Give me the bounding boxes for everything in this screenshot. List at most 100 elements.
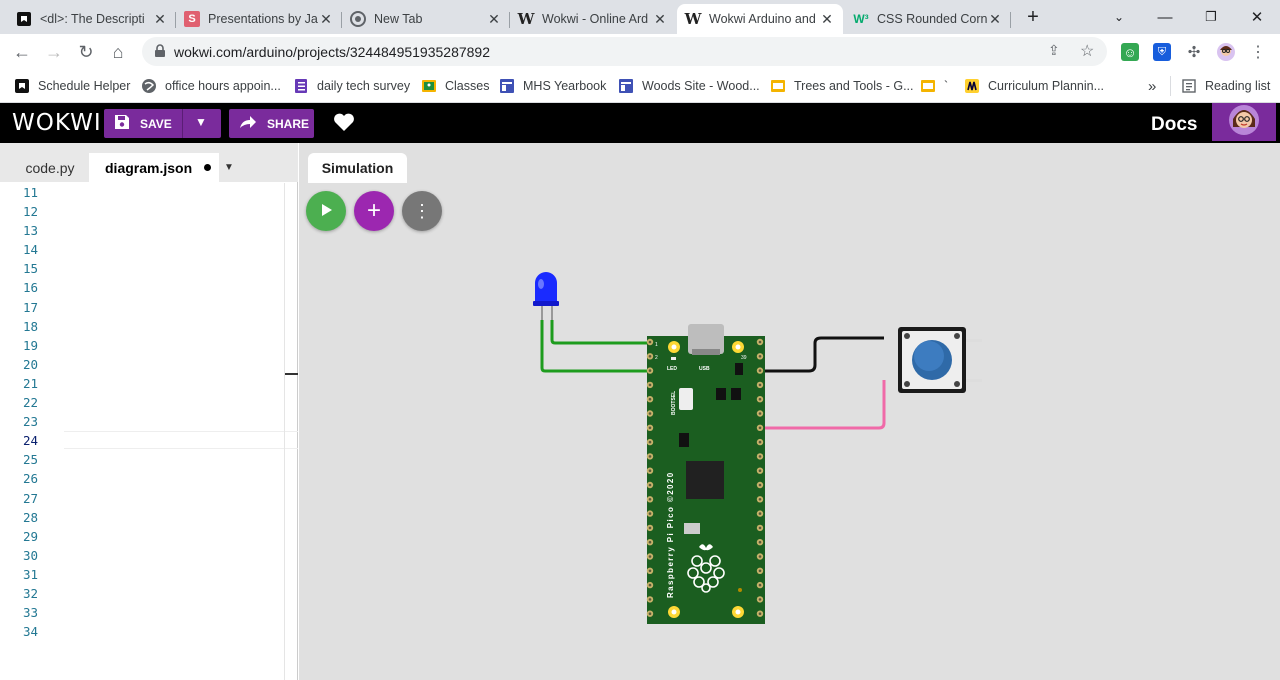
back-button[interactable]: ← <box>13 41 31 62</box>
line-number: 11 <box>22 185 38 200</box>
pico-pin-hole <box>648 426 652 430</box>
tab-code-py[interactable]: code.py <box>25 159 75 176</box>
bookmark-woods-site[interactable]: Woods Site - Wood... <box>618 76 760 96</box>
bookmark-trees-and-tools[interactable]: Trees and Tools - G... <box>770 76 914 96</box>
start-simulation-button[interactable] <box>306 191 346 231</box>
bookmark-schedule-helper[interactable]: Schedule Helper <box>14 76 130 96</box>
save-button[interactable]: SAVE ▼ <box>104 109 221 138</box>
restore-button[interactable]: ❐ <box>1205 9 1217 24</box>
share-button[interactable]: SHARE <box>229 109 314 138</box>
bootsel-button[interactable] <box>679 388 693 410</box>
add-part-button[interactable]: + <box>354 191 394 231</box>
close-tab-icon[interactable]: ✕ <box>654 10 666 27</box>
tab-simulation[interactable]: Simulation <box>308 153 407 183</box>
more-bookmarks-button[interactable]: » <box>1148 77 1157 95</box>
more-options-button[interactable]: ⋮ <box>402 191 442 231</box>
circuit-canvas[interactable]: 1 2 39 LED USB BOOTSEL Raspberry Pi Pico… <box>299 143 1280 680</box>
close-window-button[interactable]: ✕ <box>1250 9 1264 26</box>
browser-tab-5-active[interactable]: W Wokwi Arduino and ✕ <box>677 4 843 34</box>
bookmark-office-hours[interactable]: office hours appoin... <box>141 76 281 96</box>
wire-green-led-cathode[interactable] <box>540 320 649 373</box>
new-tab-button[interactable]: + <box>1027 5 1039 28</box>
classroom-icon <box>421 78 437 94</box>
wire-pink-button[interactable] <box>765 380 886 430</box>
bookmark-curriculum-planning[interactable]: Curriculum Plannin... <box>964 76 1104 96</box>
forms-icon <box>293 78 309 94</box>
kebab-menu-icon: ⋮ <box>413 200 431 221</box>
browser-tab-4[interactable]: W Wokwi - Online Ard ✕ <box>510 4 676 34</box>
plus-icon: + <box>366 197 381 224</box>
line-number: 27 <box>22 490 38 506</box>
browser-tab-3[interactable]: New Tab ✕ <box>342 4 510 34</box>
svg-text:1: 1 <box>655 342 658 348</box>
url-text: wokwi.com/arduino/projects/3244849519352… <box>174 44 490 60</box>
bookmark-classes[interactable]: Classes <box>421 76 489 96</box>
panel-resize-handle[interactable] <box>285 373 298 375</box>
pico-pin-hole <box>648 483 652 487</box>
tab-title: Wokwi - Online Ard <box>542 12 649 26</box>
home-button[interactable]: ⌂ <box>112 41 124 62</box>
pico-pin-hole <box>648 412 652 415</box>
line-number: 16 <box>22 280 38 296</box>
line-number: 23 <box>22 414 38 430</box>
editor-tabs-menu-chevron-icon[interactable]: ▼ <box>224 162 234 173</box>
forward-button[interactable]: → <box>45 41 63 62</box>
user-avatar-button[interactable] <box>1212 103 1276 141</box>
address-bar[interactable]: wokwi.com/arduino/projects/3244849519352… <box>142 37 1107 66</box>
usb-connector <box>688 324 724 354</box>
tab-search-icon[interactable]: ⌄ <box>1113 10 1125 24</box>
current-line-highlight <box>64 431 298 449</box>
pico-pin-hole <box>648 526 652 530</box>
wokwi-logo[interactable]: WOKWI <box>12 110 102 136</box>
wokwi-icon: W <box>517 10 535 28</box>
pico-pin-hole <box>758 583 762 587</box>
wire-green-led-anode[interactable] <box>550 320 649 345</box>
wire-black-button[interactable] <box>765 336 884 373</box>
blue-led[interactable] <box>533 272 559 320</box>
profile-avatar[interactable] <box>1217 43 1235 61</box>
browser-tab-2[interactable]: S Presentations by Ja ✕ <box>176 4 342 34</box>
save-dropdown-chevron-icon[interactable]: ▼ <box>195 115 207 129</box>
pico-pin-hole <box>758 412 762 415</box>
tab-diagram-json[interactable]: diagram.json <box>89 153 219 182</box>
bookmark-backtick[interactable]: ` <box>920 76 948 96</box>
simulation-panel: Simulation + ⋮ 1 <box>299 143 1280 680</box>
editor-scrollbar[interactable] <box>284 183 285 680</box>
editor-tabs: code.py diagram.json ▼ <box>0 143 298 182</box>
heart-icon[interactable] <box>333 112 355 137</box>
line-number: 18 <box>22 318 38 334</box>
bookmark-star-icon[interactable]: ☆ <box>1080 43 1095 60</box>
pico-pin-hole <box>648 555 652 558</box>
close-tab-icon[interactable]: ✕ <box>821 10 833 27</box>
bookmark-daily-tech-survey[interactable]: daily tech survey <box>293 76 410 96</box>
pico-pin-hole <box>648 598 652 601</box>
pico-pin-hole <box>758 369 762 372</box>
docs-link[interactable]: Docs <box>1151 114 1198 135</box>
share-page-icon[interactable]: ⇪ <box>1048 42 1060 58</box>
github-like-icon <box>14 78 30 94</box>
bitwarden-icon[interactable]: ⛨ <box>1153 43 1171 61</box>
close-tab-icon[interactable]: ✕ <box>320 10 332 27</box>
line-number: 24 <box>22 433 38 449</box>
share-label: SHARE <box>267 116 310 131</box>
browser-tab-1[interactable]: <dl>: The Descripti ✕ <box>8 4 176 34</box>
bookmark-mhs-yearbook[interactable]: MHS Yearbook <box>499 76 606 96</box>
pico-pin-hole <box>648 540 652 544</box>
reading-list-button[interactable]: Reading list <box>1181 76 1270 96</box>
pushbutton[interactable] <box>898 327 982 393</box>
globe-icon <box>141 78 157 94</box>
minimize-button[interactable]: — <box>1157 8 1173 26</box>
pico-pin-hole <box>648 498 652 501</box>
chrome-menu-icon[interactable]: ⋮ <box>1250 44 1266 61</box>
pico-pin-hole <box>758 569 762 573</box>
browser-tab-6[interactable]: W³ CSS Rounded Corn ✕ <box>845 4 1011 34</box>
close-tab-icon[interactable]: ✕ <box>154 10 166 27</box>
pico-pin-headers <box>646 338 764 617</box>
extension-green-icon[interactable]: ☺ <box>1121 43 1139 61</box>
extensions-puzzle-icon[interactable]: ✣ <box>1187 44 1201 61</box>
close-tab-icon[interactable]: ✕ <box>989 10 1001 27</box>
close-tab-icon[interactable]: ✕ <box>488 10 500 27</box>
reload-button[interactable]: ↻ <box>78 41 94 62</box>
raspberry-pi-pico[interactable]: 1 2 39 LED USB BOOTSEL Raspberry Pi Pico… <box>646 324 765 624</box>
